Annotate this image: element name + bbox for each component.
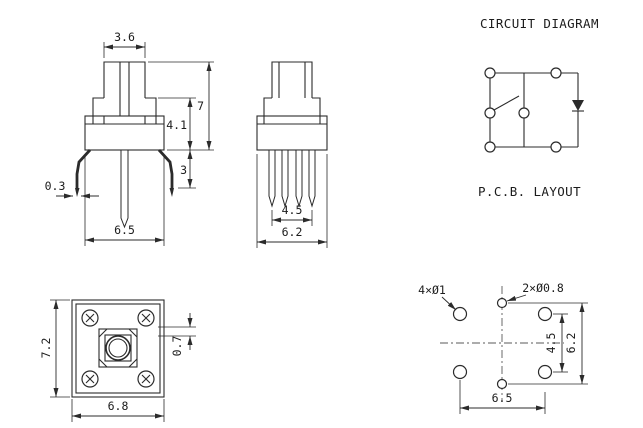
pcb-dim-pitch-x-label: 6.5: [492, 391, 513, 405]
terminal-top-left: [484, 67, 496, 79]
terminal-bottom-left: [484, 141, 496, 153]
terminal-top-right: [550, 67, 562, 79]
front-view-outline: [84, 61, 165, 151]
top-view-corner-rivets: [81, 309, 155, 388]
front-view: 3.6 7 4.1 3 0.3: [45, 30, 214, 246]
top-dim-height-label: 7.2: [39, 338, 53, 359]
circuit-diagram: [484, 67, 584, 153]
front-dim-lead-length: 3: [178, 150, 196, 189]
top-dim-corner-offset: 0.7: [158, 313, 196, 356]
front-dim-total-height: 7: [148, 61, 214, 151]
circuit-diagram-title: CIRCUIT DIAGRAM: [480, 16, 599, 31]
pcb-label-small-holes-text: 2×Ø0.8: [522, 281, 564, 295]
terminal-mid-right: [518, 107, 530, 119]
front-dim-button-width: 3.6: [103, 30, 146, 58]
front-dim-body-height: 4.1: [158, 97, 196, 150]
front-dim-button-width-label: 3.6: [114, 30, 135, 44]
side-dim-body-width: 6.2: [256, 154, 328, 248]
diode-symbol: [572, 100, 584, 112]
front-dim-lead-thickness: 0.3: [45, 179, 99, 199]
top-dim-height: 7.2: [39, 299, 70, 398]
front-dim-body-width: 6.5: [84, 156, 165, 246]
top-dim-width-label: 6.8: [108, 399, 129, 413]
pcb-label-small-holes: 2×Ø0.8: [506, 281, 564, 302]
pcb-label-large-holes: 4×Ø1: [418, 283, 457, 311]
terminal-mid-left: [484, 107, 496, 119]
front-dim-total-height-label: 7: [197, 99, 204, 113]
side-dim-body-width-label: 6.2: [282, 225, 303, 239]
top-view: 7.2 6.8 0.7: [39, 299, 196, 422]
pcb-label-large-holes-text: 4×Ø1: [418, 283, 446, 297]
pcb-dim-pitch-inner: 4.5: [544, 313, 568, 373]
pcb-dim-pitch-inner-label: 4.5: [544, 333, 558, 354]
front-view-leads: [75, 149, 174, 229]
pcb-dim-pitch-outer: 6.2: [508, 302, 588, 385]
top-dim-corner-offset-label: 0.7: [170, 336, 184, 357]
pcb-layout-title: P.C.B. LAYOUT: [478, 184, 581, 199]
front-dim-body-height-label: 4.1: [166, 118, 187, 132]
pcb-holes-small: [496, 297, 508, 390]
side-view-outline: [256, 61, 328, 151]
top-view-center: [98, 328, 138, 368]
side-view: 4.5 6.2: [256, 61, 328, 248]
pcb-layout-view: 4×Ø1 2×Ø0.8 4.5 6.2 6.5: [418, 281, 588, 414]
terminal-bottom-right: [550, 141, 562, 153]
pcb-dim-pitch-outer-label: 6.2: [564, 333, 578, 354]
side-dim-pin-span: 4.5: [271, 203, 313, 226]
button-top: [105, 335, 131, 361]
pcb-holes-large: [452, 306, 553, 380]
top-dim-width: 6.8: [71, 399, 165, 422]
front-dim-body-width-label: 6.5: [114, 223, 135, 237]
front-dim-lead-length-label: 3: [180, 163, 187, 177]
front-dim-lead-thickness-label: 0.3: [45, 179, 66, 193]
side-dim-pin-span-label: 4.5: [282, 203, 303, 217]
switch-blade: [493, 95, 520, 111]
pcb-dim-pitch-x: 6.5: [459, 380, 546, 414]
side-view-pins: [268, 149, 316, 208]
